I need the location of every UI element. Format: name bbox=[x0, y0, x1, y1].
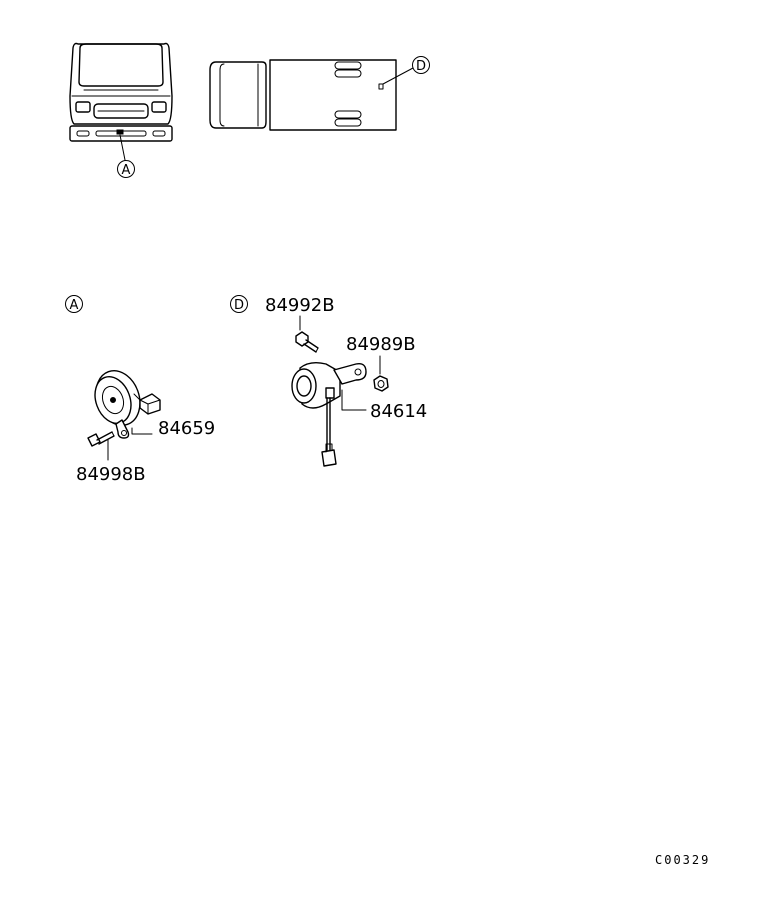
part-label-84614: 84614 bbox=[370, 401, 427, 422]
part-label-84989b: 84989B bbox=[346, 334, 416, 355]
horn-d-drawing bbox=[291, 361, 367, 467]
callout-a-front: A bbox=[117, 160, 135, 178]
callout-a-front-label: A bbox=[122, 163, 131, 178]
bolt-a-drawing bbox=[87, 431, 115, 447]
part-label-84998b: 84998B bbox=[76, 464, 146, 485]
callout-d-top-label: D bbox=[416, 59, 426, 74]
horn-a-drawing bbox=[94, 370, 161, 439]
truck-top-view bbox=[209, 59, 414, 131]
detail-d-marker-label: D bbox=[234, 298, 244, 313]
nut-d-drawing bbox=[373, 375, 389, 392]
diagram-code: C00329 bbox=[655, 853, 710, 867]
detail-d-marker: D bbox=[230, 295, 248, 313]
detail-a-marker: A bbox=[65, 295, 83, 313]
part-label-84659: 84659 bbox=[158, 418, 215, 439]
detail-a-marker-label: A bbox=[70, 298, 79, 313]
callout-d-top: D bbox=[412, 56, 430, 74]
bolt-d-drawing bbox=[295, 331, 319, 353]
leader-84614 bbox=[341, 389, 367, 411]
truck-front-view bbox=[69, 42, 173, 161]
leader-84659 bbox=[131, 427, 153, 435]
part-label-84992b: 84992B bbox=[265, 295, 335, 316]
